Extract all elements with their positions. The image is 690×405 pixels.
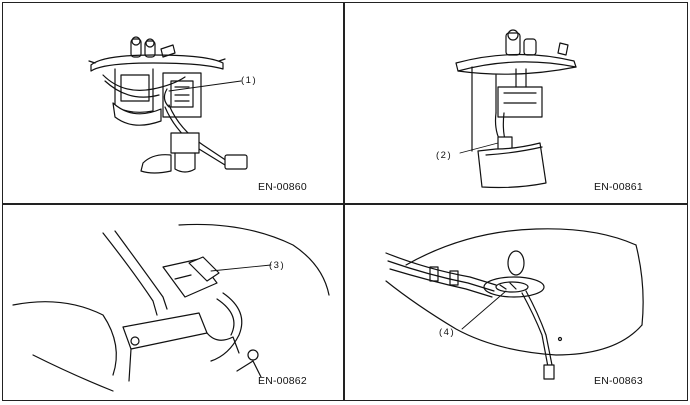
figure-code-1: EN-00860 <box>258 181 307 193</box>
fuel-pump-assembly-illustration <box>88 36 248 174</box>
callout-4: (4) <box>439 327 456 338</box>
vertical-divider <box>343 2 345 401</box>
panel-pump-connector: (2) EN-00861 <box>346 3 686 202</box>
callout-2: (2) <box>436 150 453 161</box>
callout-1: (1) <box>241 75 258 86</box>
panel-harness-connector: (3) EN-00862 <box>3 205 343 404</box>
figure-frame <box>2 2 688 401</box>
figure-code-4: EN-00863 <box>594 375 643 387</box>
panel-fuel-pump-assembly: (1) EN-00860 <box>3 3 343 202</box>
callout-3: (3) <box>269 260 286 271</box>
panel-fuel-tank-harness: (4) EN-00863 <box>346 205 686 404</box>
pump-connector-illustration <box>455 29 577 189</box>
harness-connector-illustration <box>12 223 330 392</box>
horizontal-divider <box>2 203 688 205</box>
fuel-tank-harness-illustration <box>385 228 644 380</box>
figure-code-2: EN-00861 <box>594 181 643 193</box>
figure-code-3: EN-00862 <box>258 375 307 387</box>
